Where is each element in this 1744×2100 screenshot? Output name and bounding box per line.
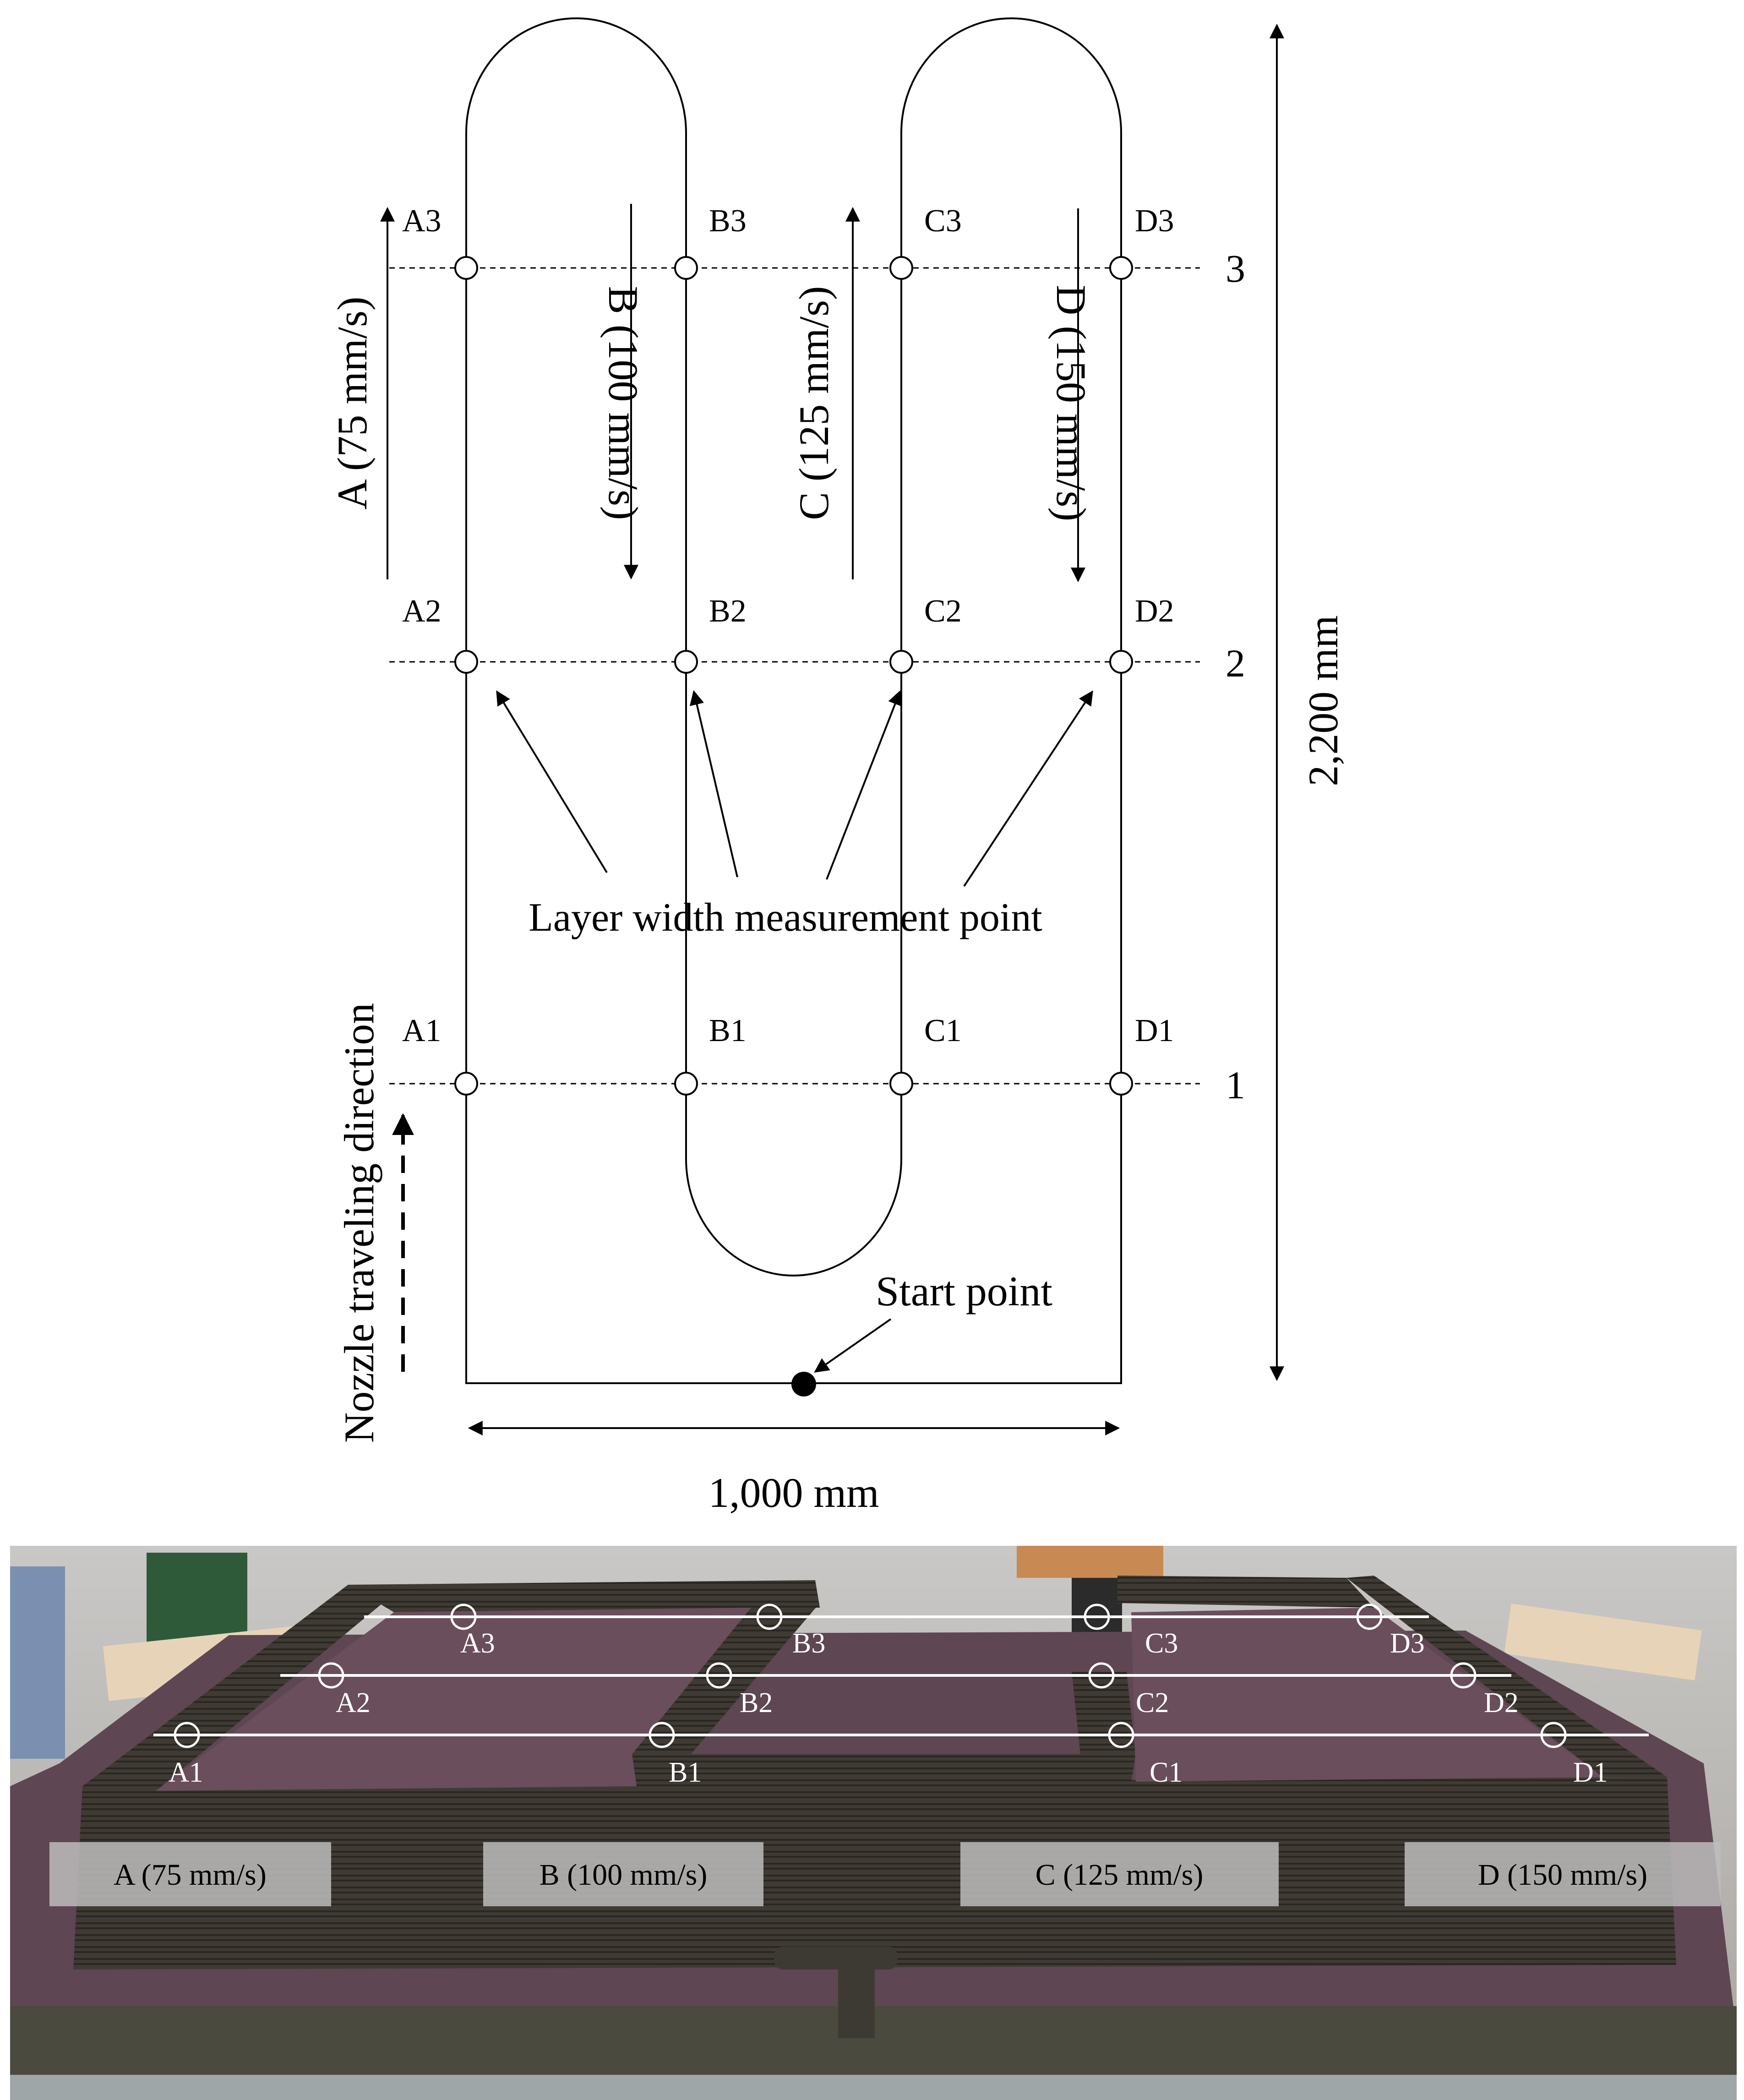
photo-label-d3: D3 xyxy=(1390,1628,1425,1659)
row-number-2: 2 xyxy=(1226,641,1245,685)
point-c2 xyxy=(889,650,913,674)
label-d2: D2 xyxy=(1135,594,1174,629)
height-dimension-label: 2,200 mm xyxy=(1300,615,1346,786)
photo-label-a3: A3 xyxy=(460,1628,495,1659)
photo-point-d1 xyxy=(1540,1722,1567,1748)
label-d1: D1 xyxy=(1135,1013,1174,1048)
photo-gantry xyxy=(1017,1546,1163,1578)
photo-start-base xyxy=(774,1947,898,1969)
photo-label-d2: D2 xyxy=(1484,1687,1519,1718)
photo-segment-label-b: B (100 mm/s) xyxy=(540,1858,708,1892)
photo-label-c3: C3 xyxy=(1145,1628,1178,1659)
label-c3: C3 xyxy=(924,203,962,239)
photo-label-b3: B3 xyxy=(792,1628,825,1659)
row-number-3: 3 xyxy=(1226,246,1245,290)
photo-box-b xyxy=(483,1842,763,1906)
point-c1 xyxy=(889,1072,913,1096)
photo-wall-inner-b xyxy=(632,1603,820,1759)
point-a1 xyxy=(454,1072,478,1096)
start-point-pointer xyxy=(814,1318,892,1373)
segment-label-d: D (150 mm/s) xyxy=(1048,285,1095,521)
photo-wall-front xyxy=(73,1777,1676,1969)
printed-specimen-photo: A3 B3 C3 D3 A2 B2 C2 D2 A1 B1 C1 D1 A (7… xyxy=(10,1546,1737,2100)
row-number-1: 1 xyxy=(1226,1063,1245,1107)
pointer-d2 xyxy=(963,690,1093,887)
pointer-a2 xyxy=(496,690,608,873)
photo-point-c3 xyxy=(1084,1604,1110,1630)
photo-point-b3 xyxy=(756,1604,783,1630)
photo-box-d xyxy=(1405,1842,1721,1906)
point-a3 xyxy=(454,256,478,280)
photo-wall-inner-bottom xyxy=(632,1754,1136,1786)
photo-point-b1 xyxy=(649,1722,675,1748)
start-point-marker xyxy=(791,1372,816,1396)
start-point-label: Start point xyxy=(876,1268,1052,1315)
photo-point-a3 xyxy=(450,1604,477,1630)
photo-wall-left xyxy=(82,1585,394,1791)
measurement-points xyxy=(454,256,1133,1096)
photo-segment-label-a: A (75 mm/s) xyxy=(114,1858,267,1892)
photo-wall-back-right xyxy=(1117,1576,1374,1608)
photo-wood-right xyxy=(1504,1604,1702,1680)
path-schematic: A3 B3 C3 D3 A2 B2 C2 D2 A1 B1 C1 D1 3 2 … xyxy=(329,17,1346,1516)
point-d3 xyxy=(1109,256,1133,280)
photo-label-b2: B2 xyxy=(740,1687,773,1718)
pointer-c2 xyxy=(826,690,902,880)
photo-point-a1 xyxy=(174,1722,200,1748)
photo-inner-right xyxy=(1131,1608,1603,1782)
photo-wall-inner-c xyxy=(1072,1672,1136,1759)
photo-label-d1: D1 xyxy=(1573,1757,1608,1788)
photo-label-a2: A2 xyxy=(336,1687,371,1718)
photo-label-b1: B1 xyxy=(669,1757,702,1788)
photo-box-c xyxy=(960,1842,1279,1906)
width-dimension-label: 1,000 mm xyxy=(708,1469,879,1516)
photo-point-a2 xyxy=(318,1662,344,1689)
label-a1: A1 xyxy=(402,1013,441,1048)
point-d1 xyxy=(1109,1072,1133,1096)
point-b3 xyxy=(674,256,698,280)
segment-label-c: C (125 mm/s) xyxy=(790,286,837,520)
segment-label-b: B (100 mm/s) xyxy=(600,286,647,520)
photo-point-c2 xyxy=(1088,1662,1115,1689)
segment-label-a: A (75 mm/s) xyxy=(329,296,376,509)
nozzle-direction-label: Nozzle traveling direction xyxy=(336,1003,382,1443)
label-a2: A2 xyxy=(402,594,441,629)
pointer-b2 xyxy=(689,690,738,878)
point-b1 xyxy=(674,1072,698,1096)
photo-box-a xyxy=(49,1842,331,1906)
label-c1: C1 xyxy=(924,1013,962,1048)
label-b2: B2 xyxy=(709,594,747,629)
label-d3: D3 xyxy=(1135,203,1174,239)
photo-point-d3 xyxy=(1356,1604,1383,1630)
label-b1: B1 xyxy=(709,1013,747,1048)
print-path xyxy=(465,17,1122,1384)
photo-label-c2: C2 xyxy=(1136,1687,1169,1718)
photo-table-edge xyxy=(10,2075,1737,2100)
photo-point-b2 xyxy=(706,1662,732,1689)
photo-left-person xyxy=(10,1566,65,1759)
photo-point-d2 xyxy=(1450,1662,1477,1689)
photo-label-c1: C1 xyxy=(1150,1757,1183,1788)
point-a2 xyxy=(454,650,478,674)
label-a3: A3 xyxy=(402,203,441,239)
point-b2 xyxy=(674,650,698,674)
photo-point-c1 xyxy=(1108,1722,1134,1748)
photo-segment-label-c: C (125 mm/s) xyxy=(1036,1858,1204,1892)
photo-label-a1: A1 xyxy=(169,1757,203,1788)
point-d2 xyxy=(1109,650,1133,674)
measurement-point-label: Layer width measurement point xyxy=(529,895,1042,940)
label-b3: B3 xyxy=(709,203,747,239)
point-c3 xyxy=(889,256,913,280)
label-c2: C2 xyxy=(924,594,962,629)
photo-segment-label-d: D (150 mm/s) xyxy=(1478,1858,1647,1892)
photo-inner-left xyxy=(156,1608,751,1791)
